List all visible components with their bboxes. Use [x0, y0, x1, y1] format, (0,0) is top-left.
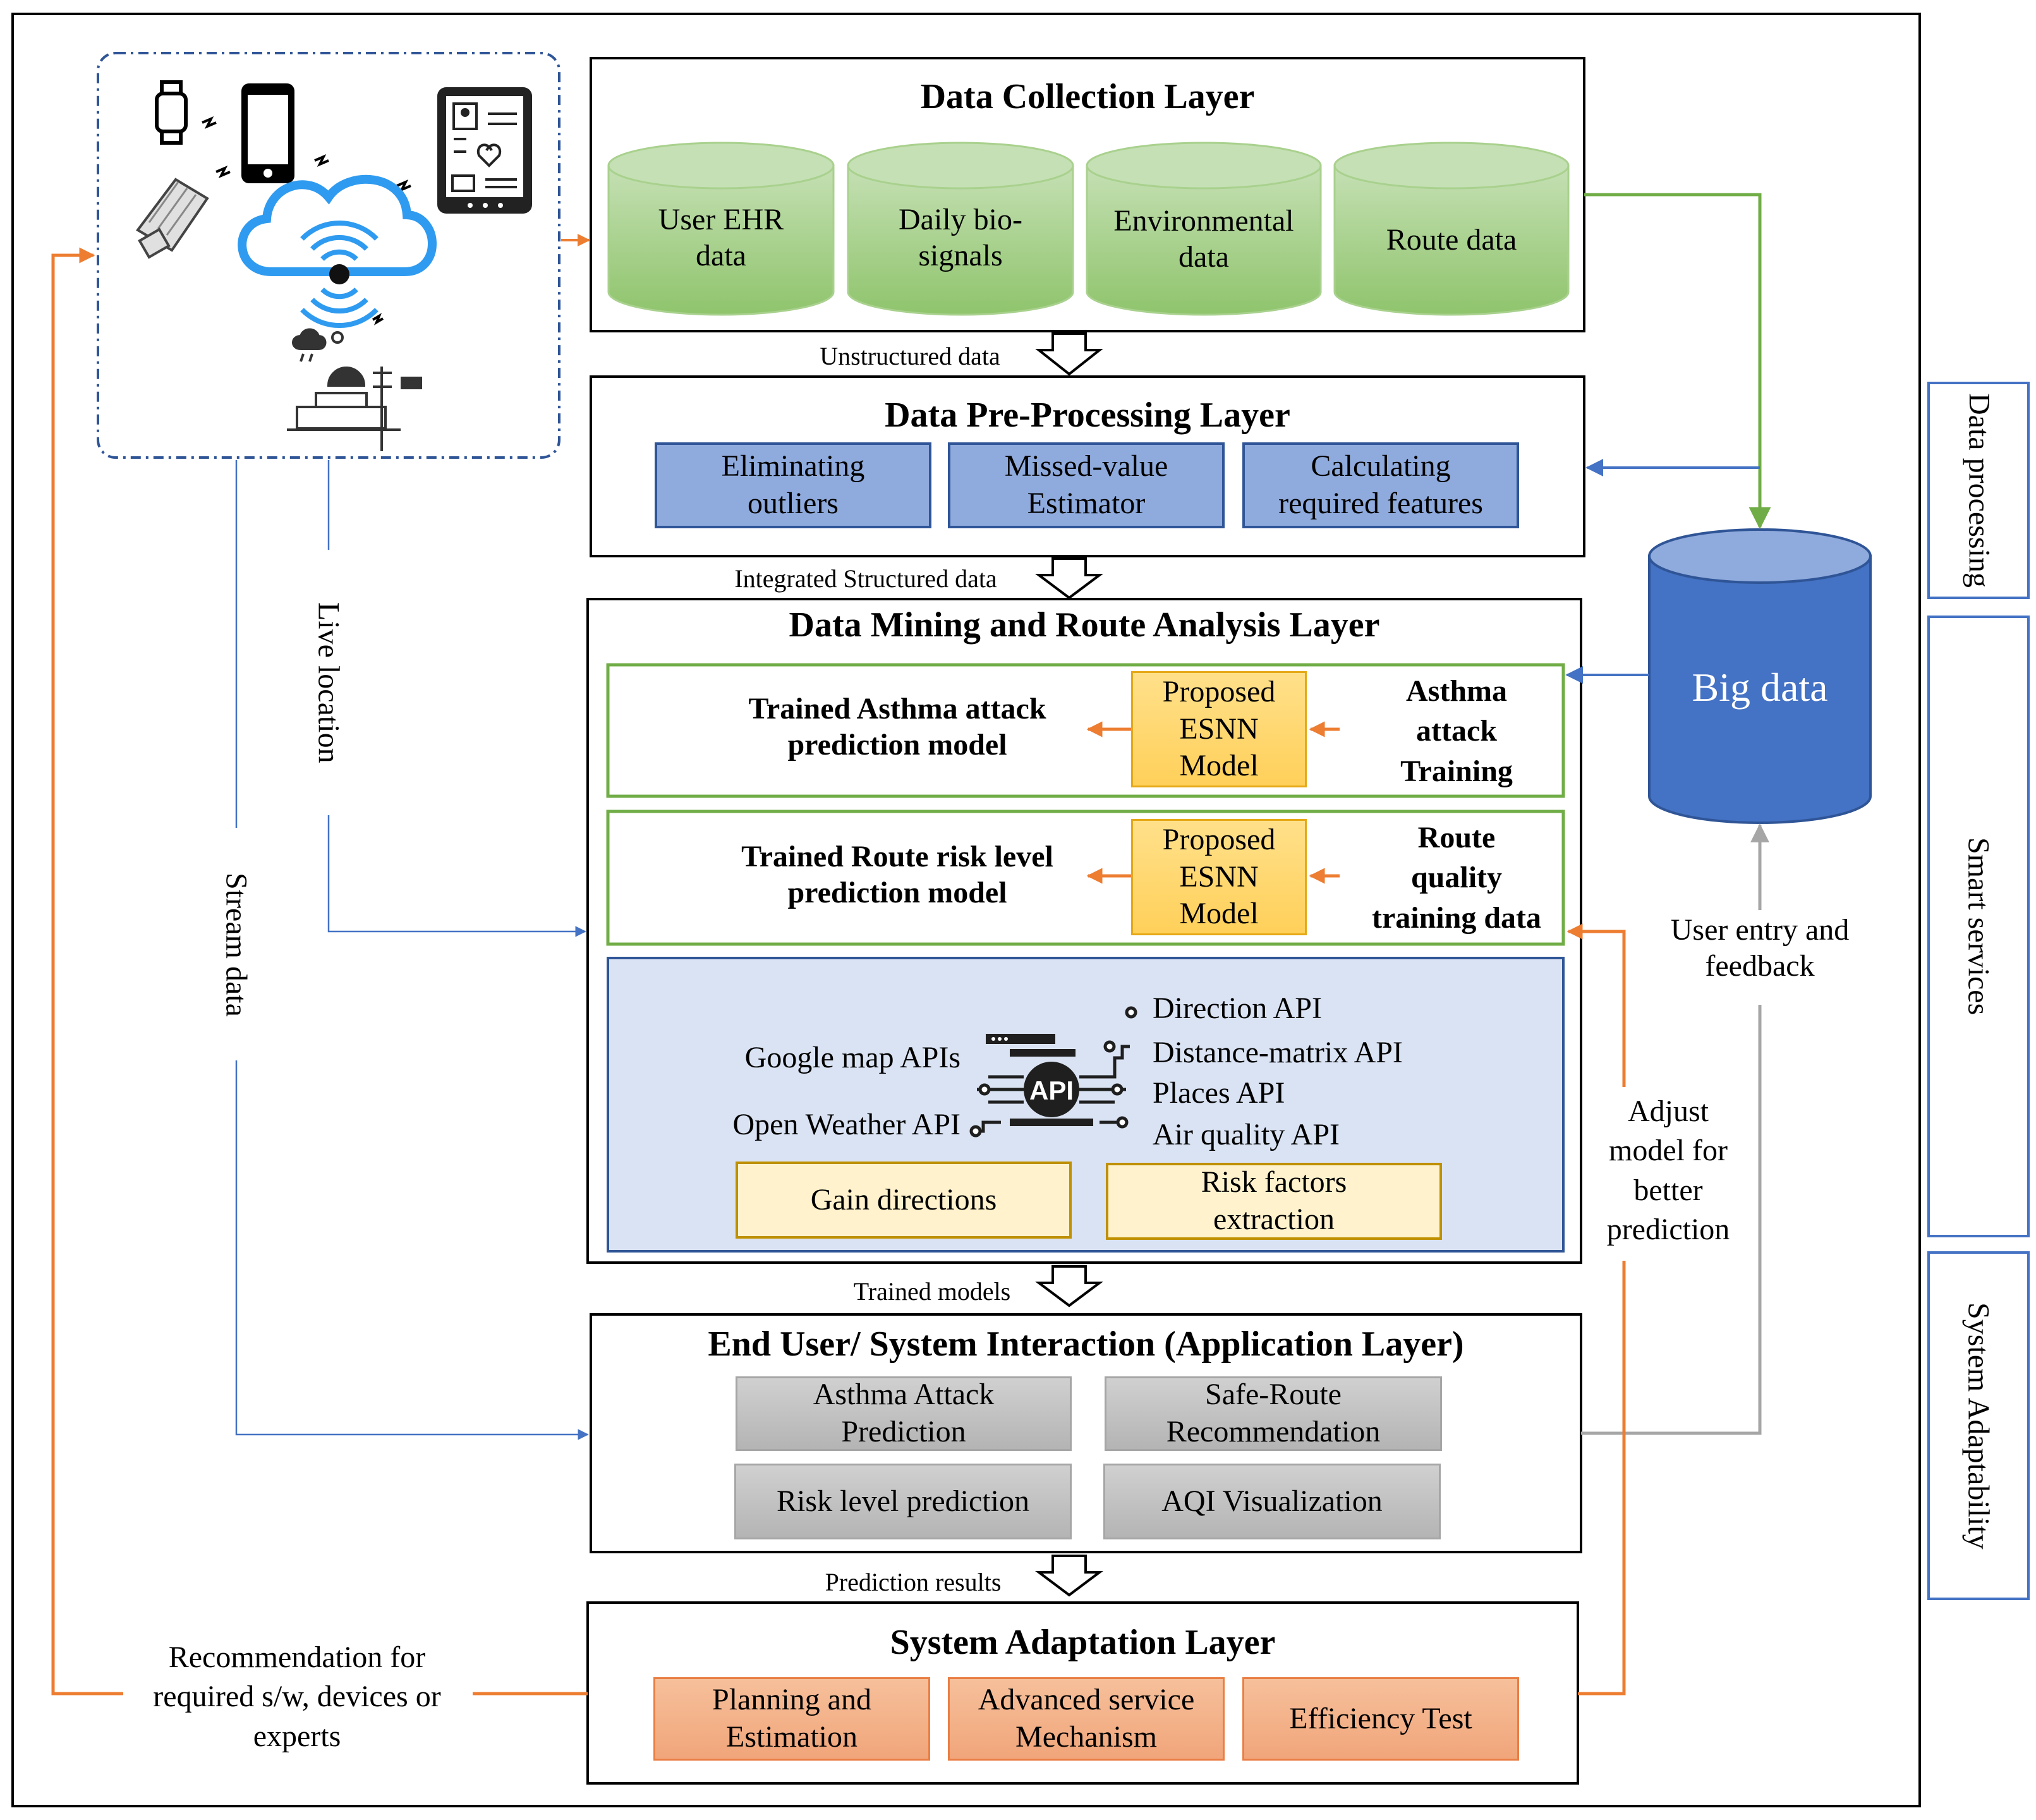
recommendation-line-left [51, 247, 123, 1696]
smartwatch-icon [155, 80, 188, 145]
weather-station-icon [287, 328, 422, 451]
preprocessing-title: Data Pre-Processing Layer [885, 396, 1290, 435]
sensor-device-icon [136, 178, 209, 259]
box-risk-level-prediction: Risk level prediction [734, 1464, 1072, 1539]
route-model-panel [606, 810, 1565, 946]
flow-label-trained: Trained models [853, 1277, 1011, 1306]
cylinder-environmental [1086, 142, 1322, 316]
panel-system-adaptability [1927, 1251, 2030, 1600]
cylinder-label-route-data: Route data [1386, 223, 1517, 257]
asthma-model-panel [606, 663, 1565, 798]
user-feedback-line [1581, 1005, 1762, 1435]
panel-label-smart-services: Smart services [1961, 837, 1996, 1016]
route-data-to-bigdata-line [1584, 193, 1771, 530]
smartphone-icon [241, 83, 294, 183]
flow-label-prediction: Prediction results [825, 1568, 1002, 1596]
bigdata-label: Big data [1692, 665, 1828, 710]
places-api-label: Places API [1153, 1076, 1285, 1110]
box-aqi-visualization: AQI Visualization [1103, 1464, 1441, 1539]
flow-arrow-prediction [1035, 1555, 1103, 1597]
distance-matrix-api-label: Distance-matrix API [1153, 1036, 1403, 1069]
panel-smart-services [1927, 616, 2030, 1237]
stream-data-label: Stream data [219, 873, 253, 1017]
cylinder-user-ehr [607, 142, 835, 316]
application-title: End User/ System Interaction (Applicatio… [708, 1325, 1464, 1364]
devices-group-box [97, 52, 561, 459]
tablet-icon [437, 87, 532, 214]
cylinder-label-bio-signals: Daily bio-signals [899, 203, 1022, 272]
box-efficiency-test: Efficiency Test [1242, 1677, 1519, 1761]
live-location-label: Live location [312, 602, 346, 763]
outer-frame [11, 13, 1921, 1807]
panel-data-processing [1927, 382, 2030, 599]
api-icon-text: API [1029, 1076, 1074, 1105]
cloud-wifi-icon [238, 174, 437, 329]
bigdata-cylinder [1648, 528, 1872, 824]
direction-api-label: Direction API [1153, 992, 1322, 1025]
box-gain-directions: Gain directions [736, 1162, 1072, 1239]
asthma-training-data-label: AsthmaattackTrainingdata [1400, 674, 1513, 795]
flow-label-unstructured: Unstructured data [820, 342, 1000, 370]
open-weather-api-label: Open Weather API [732, 1108, 961, 1141]
collection-title: Data Collection Layer [920, 77, 1255, 116]
flow-arrow-unstructured [1035, 332, 1103, 376]
cylinder-bio-signals [847, 142, 1074, 316]
panel-label-system-adaptability: System Adaptability [1961, 1302, 1996, 1550]
flow-label-integrated: Integrated Structured data [734, 564, 997, 593]
api-icon: API [969, 1006, 1137, 1138]
adjust-model-line [1578, 1261, 1626, 1696]
flow-arrow-integrated [1035, 557, 1103, 600]
panel-label-data-processing: Data processing [1962, 393, 1996, 588]
adaptation-title: System Adaptation Layer [890, 1623, 1276, 1662]
wireless-signal-icon [202, 116, 411, 325]
mining-title: Data Mining and Route Analysis Layer [789, 605, 1380, 645]
flow-arrow-trained [1035, 1265, 1103, 1307]
air-quality-api-label: Air quality API [1153, 1118, 1340, 1151]
google-map-apis-label: Google map APIs [744, 1041, 960, 1074]
cylinder-route-data [1333, 142, 1570, 316]
